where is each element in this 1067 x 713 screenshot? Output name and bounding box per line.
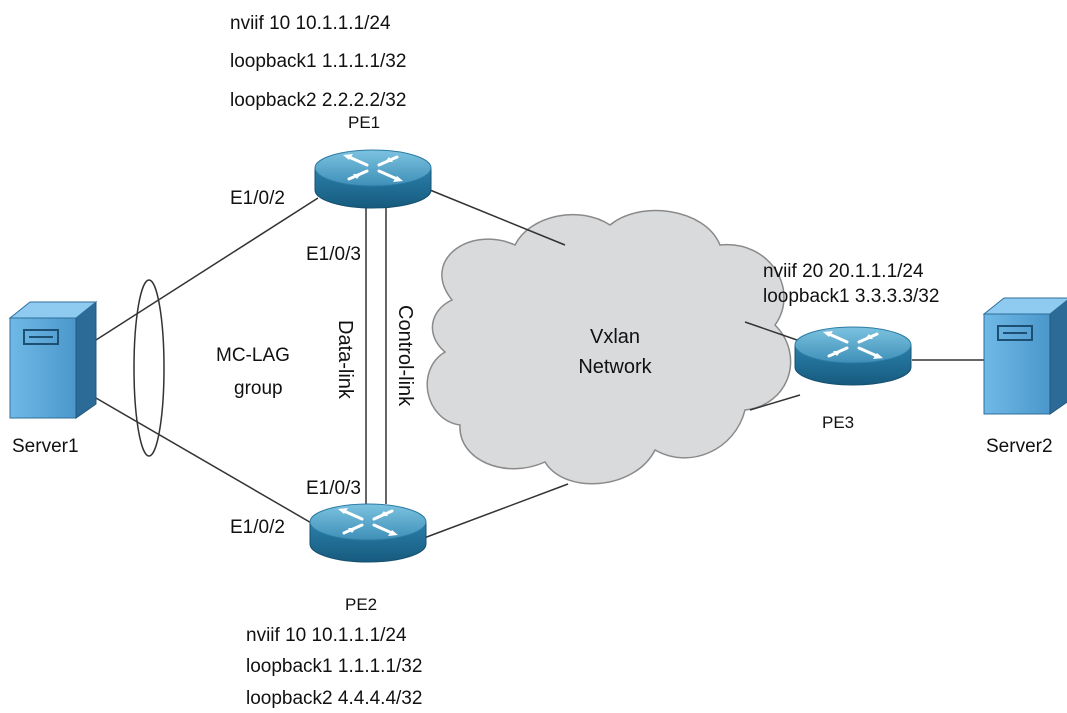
cloud-label-line-1: Vxlan xyxy=(589,326,641,348)
cloud-label-line-2: Network xyxy=(578,356,652,378)
pe1-config-line-1: nviif 10 10.1.1.1/24 xyxy=(230,13,391,34)
pe1-port-peer: E1/0/3 xyxy=(306,244,361,265)
link-pe1-cloud xyxy=(429,189,566,246)
pe1-config-line-2: loopback1 1.1.1.1/32 xyxy=(230,51,407,72)
mclag-label-line-2: group xyxy=(234,378,283,399)
data-link-label: Data-link xyxy=(334,320,356,399)
link-pe2-cloud xyxy=(423,483,569,539)
pe2-port-peer: E1/0/3 xyxy=(306,478,361,499)
pe3-config-line-2: loopback1 3.3.3.3/32 xyxy=(763,286,940,307)
server1-server-icon xyxy=(9,301,97,419)
cloud-label: Vxlan Network xyxy=(560,322,670,382)
server2-label: Server2 xyxy=(986,436,1053,457)
pe2-config-line-2: loopback1 1.1.1.1/32 xyxy=(246,656,423,677)
pe3-label: PE3 xyxy=(822,413,855,432)
server1-label: Server1 xyxy=(12,436,79,457)
link-server1-pe1 xyxy=(95,197,319,341)
pe3-router-icon xyxy=(793,325,913,387)
control-link-label: Control-link xyxy=(394,305,416,407)
pe2-config-line-1: nviif 10 10.1.1.1/24 xyxy=(246,625,407,646)
link-server1-pe2 xyxy=(95,397,321,529)
pe1-router-icon xyxy=(313,148,433,210)
pe2-router-icon xyxy=(308,502,428,564)
pe3-config-line-1: nviif 20 20.1.1.1/24 xyxy=(763,261,924,282)
link-cloud-pe3-upper xyxy=(744,321,798,341)
mclag-label-line-1: MC-LAG xyxy=(216,345,290,366)
pe2-config-line-3: loopback2 4.4.4.4/32 xyxy=(246,688,423,709)
link-cloud-pe3-lower xyxy=(749,394,801,411)
server2-server-icon xyxy=(983,297,1067,415)
mclag-group-ellipse xyxy=(133,279,165,457)
pe2-label: PE2 xyxy=(345,595,378,614)
pe1-config-line-3: loopback2 2.2.2.2/32 xyxy=(230,90,407,111)
pe1-port-server: E1/0/2 xyxy=(230,188,285,209)
pe2-port-server: E1/0/2 xyxy=(230,517,285,538)
pe1-label: PE1 xyxy=(348,113,381,132)
